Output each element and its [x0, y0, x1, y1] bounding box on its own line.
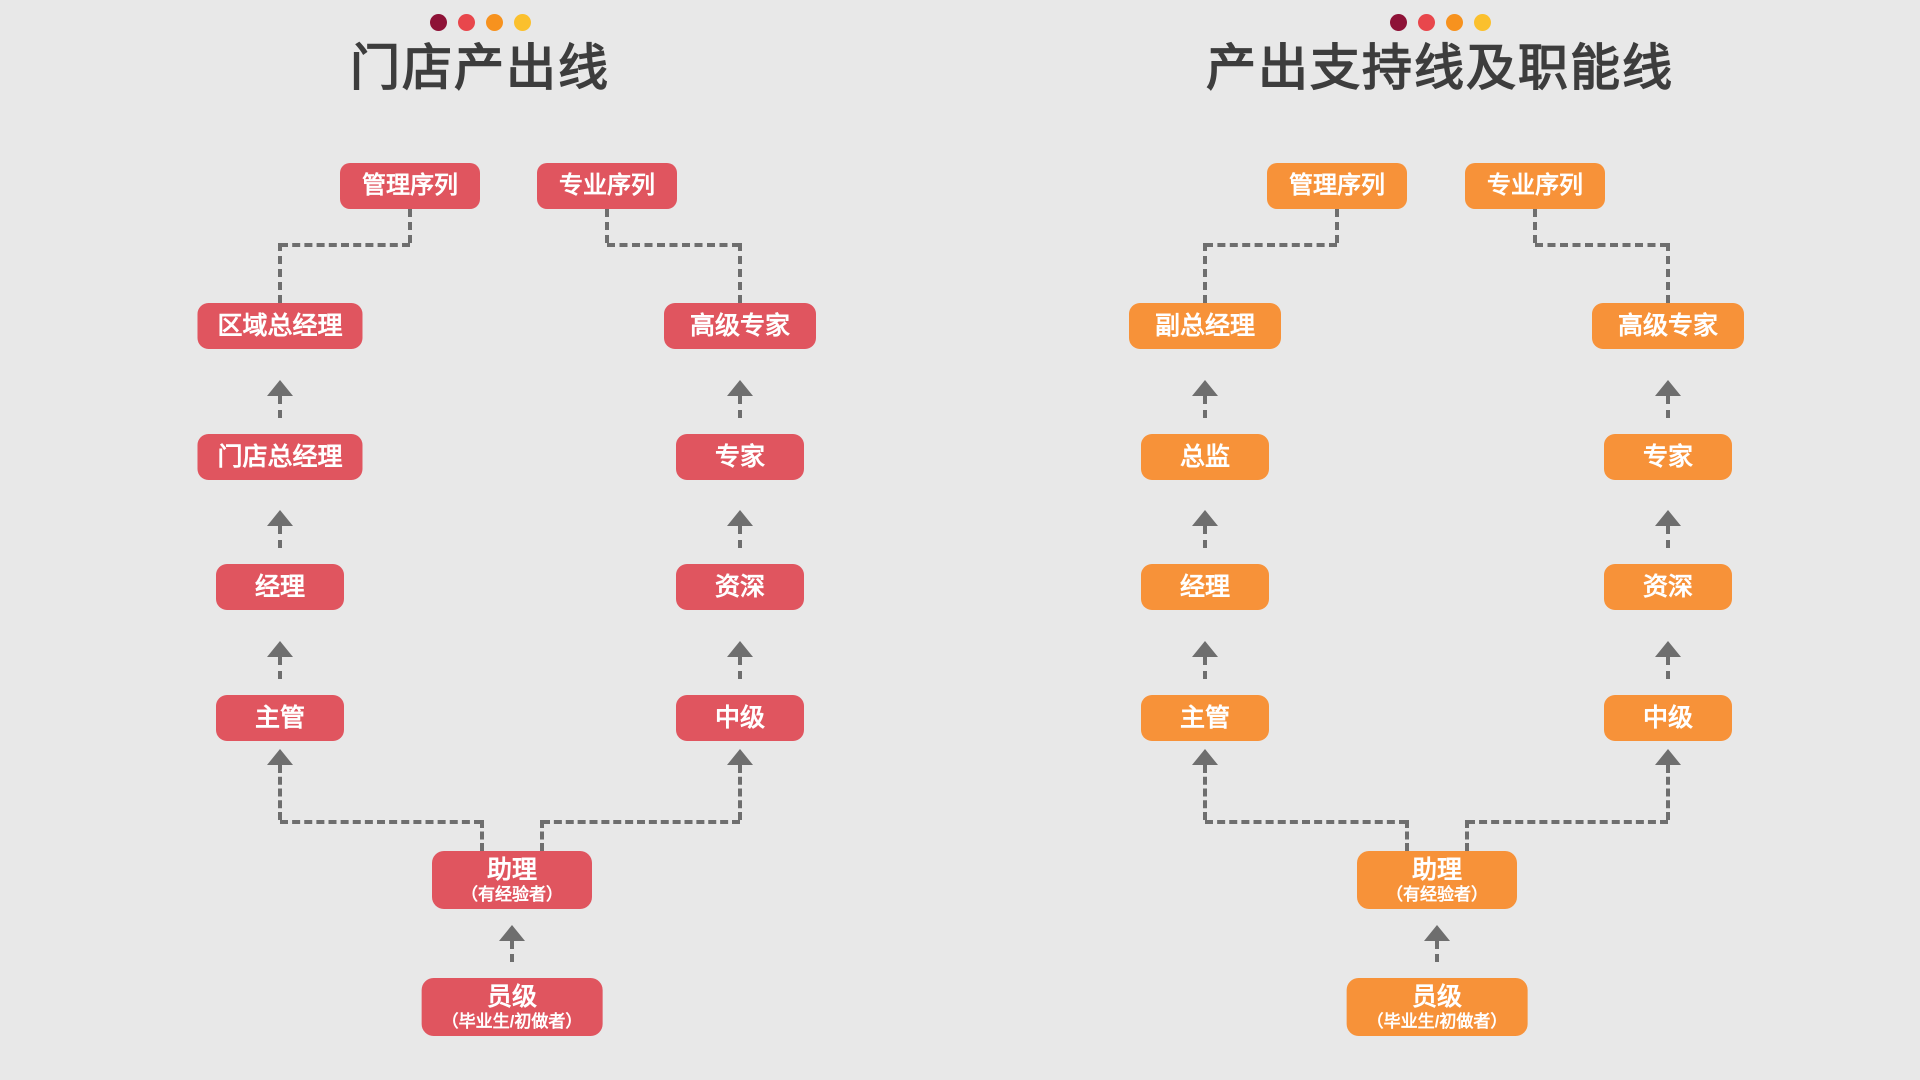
dot-icon-3 — [485, 14, 503, 31]
dot-icon-4 — [1473, 14, 1491, 31]
arrow-mgmt-3-to-2 — [1192, 510, 1218, 526]
node-management-level-4[interactable]: 主管 — [1141, 695, 1269, 741]
connector-prof-4-to-3 — [738, 657, 742, 679]
arrow-mgmt-4-to-3 — [1192, 641, 1218, 657]
node-management-level-1[interactable]: 副总经理 — [1129, 303, 1281, 349]
panel-store-output-line: 门店产出线 管理序列 专业序列 区域总经理 门店总经理 经理 主管 高级专家 专… — [0, 14, 960, 1036]
arrow-mgmt-2-to-1 — [267, 380, 293, 396]
connector-badge-mgmt-drop — [278, 243, 282, 303]
node-shared-assistant[interactable]: 助理 （有经验者） — [432, 851, 592, 909]
arrow-base-to-mgmt — [267, 749, 293, 765]
node-professional-level-3[interactable]: 资深 — [1604, 564, 1732, 610]
badge-management-track[interactable]: 管理序列 — [1267, 163, 1407, 209]
connector-badge-prof-horizontal — [607, 243, 740, 247]
node-professional-level-2[interactable]: 专家 — [1604, 434, 1732, 480]
arrow-prof-4-to-3 — [1655, 641, 1681, 657]
connector-prof-3-to-2 — [1666, 526, 1670, 548]
decorative-dot-row — [1389, 14, 1491, 31]
node-management-level-2[interactable]: 总监 — [1141, 434, 1269, 480]
node-professional-level-3[interactable]: 资深 — [676, 564, 804, 610]
node-professional-level-4[interactable]: 中级 — [676, 695, 804, 741]
connector-base-prof-horizontal — [542, 820, 740, 824]
connector-base-prof-stub — [1465, 820, 1469, 851]
connector-badge-prof-horizontal — [1535, 243, 1668, 247]
node-shared-assistant[interactable]: 助理 （有经验者） — [1357, 851, 1517, 909]
connector-badge-prof-drop — [738, 243, 742, 303]
connector-mgmt-3-to-2 — [1203, 526, 1207, 548]
dot-icon-2 — [457, 14, 475, 31]
connector-badge-prof-stub — [605, 209, 609, 243]
dot-icon-1 — [1389, 14, 1407, 31]
connector-prof-3-to-2 — [738, 526, 742, 548]
badge-management-track[interactable]: 管理序列 — [340, 163, 480, 209]
connector-mgmt-2-to-1 — [1203, 396, 1207, 418]
connector-base-prof-rise — [738, 765, 742, 820]
arrow-prof-2-to-1 — [727, 380, 753, 396]
node-professional-level-2[interactable]: 专家 — [676, 434, 804, 480]
dot-icon-4 — [513, 14, 531, 31]
page-title-left: 门店产出线 — [350, 40, 610, 96]
arrow-base-to-prof — [1655, 749, 1681, 765]
arrow-mgmt-4-to-3 — [267, 641, 293, 657]
arrow-base-to-mgmt — [1192, 749, 1218, 765]
arrow-base-to-prof — [727, 749, 753, 765]
connector-prof-2-to-1 — [1666, 396, 1670, 418]
node-shared-entry[interactable]: 员级 （毕业生/初做者） — [421, 978, 603, 1036]
badge-professional-track[interactable]: 专业序列 — [537, 163, 677, 209]
connector-base-mgmt-stub — [480, 820, 484, 851]
connector-badge-mgmt-stub — [1335, 209, 1339, 243]
arrow-entry-to-assistant — [499, 925, 525, 941]
arrow-entry-to-assistant — [1424, 925, 1450, 941]
connector-base-mgmt-horizontal — [1205, 820, 1407, 824]
connector-badge-mgmt-drop — [1203, 243, 1207, 303]
node-professional-level-4[interactable]: 中级 — [1604, 695, 1732, 741]
connector-base-mgmt-rise — [278, 765, 282, 820]
node-management-level-4[interactable]: 主管 — [216, 695, 344, 741]
arrow-prof-4-to-3 — [727, 641, 753, 657]
panel-output-support-and-function-line: 产出支持线及职能线 管理序列 专业序列 副总经理 总监 经理 主管 高级专家 专… — [960, 0, 1920, 1080]
node-management-level-3[interactable]: 经理 — [216, 564, 344, 610]
page-title-right: 产出支持线及职能线 — [1206, 40, 1674, 96]
connector-base-prof-stub — [540, 820, 544, 851]
arrow-prof-3-to-2 — [1655, 510, 1681, 526]
connector-badge-mgmt-stub — [408, 209, 412, 243]
connector-base-mgmt-horizontal — [280, 820, 482, 824]
node-management-level-2[interactable]: 门店总经理 — [197, 434, 363, 480]
connector-mgmt-3-to-2 — [278, 526, 282, 548]
connector-entry-to-assistant — [510, 941, 514, 962]
connector-base-mgmt-rise — [1203, 765, 1207, 820]
arrow-prof-3-to-2 — [727, 510, 753, 526]
connector-mgmt-2-to-1 — [278, 396, 282, 418]
connector-base-mgmt-stub — [1405, 820, 1409, 851]
dot-icon-2 — [1417, 14, 1435, 31]
connector-base-prof-horizontal — [1467, 820, 1668, 824]
arrow-prof-2-to-1 — [1655, 380, 1681, 396]
connector-mgmt-4-to-3 — [1203, 657, 1207, 679]
badge-professional-track[interactable]: 专业序列 — [1465, 163, 1605, 209]
panel-header-right: 产出支持线及职能线 — [960, 14, 1920, 98]
dot-icon-1 — [429, 14, 447, 31]
connector-base-prof-rise — [1666, 765, 1670, 820]
node-shared-entry[interactable]: 员级 （毕业生/初做者） — [1346, 978, 1528, 1036]
connector-badge-mgmt-horizontal — [1205, 243, 1337, 247]
connector-mgmt-4-to-3 — [278, 657, 282, 679]
connector-badge-prof-stub — [1533, 209, 1537, 243]
connector-prof-4-to-3 — [1666, 657, 1670, 679]
arrow-mgmt-3-to-2 — [267, 510, 293, 526]
node-management-level-3[interactable]: 经理 — [1141, 564, 1269, 610]
connector-badge-prof-drop — [1666, 243, 1670, 303]
dot-icon-3 — [1445, 14, 1463, 31]
node-management-level-1[interactable]: 区域总经理 — [197, 303, 363, 349]
decorative-dot-row — [429, 14, 531, 31]
connector-prof-2-to-1 — [738, 396, 742, 418]
arrow-mgmt-2-to-1 — [1192, 380, 1218, 396]
panel-header-left: 门店产出线 — [0, 14, 960, 98]
node-professional-level-1[interactable]: 高级专家 — [664, 303, 816, 349]
connector-entry-to-assistant — [1435, 941, 1439, 962]
node-professional-level-1[interactable]: 高级专家 — [1592, 303, 1744, 349]
connector-badge-mgmt-horizontal — [280, 243, 410, 247]
